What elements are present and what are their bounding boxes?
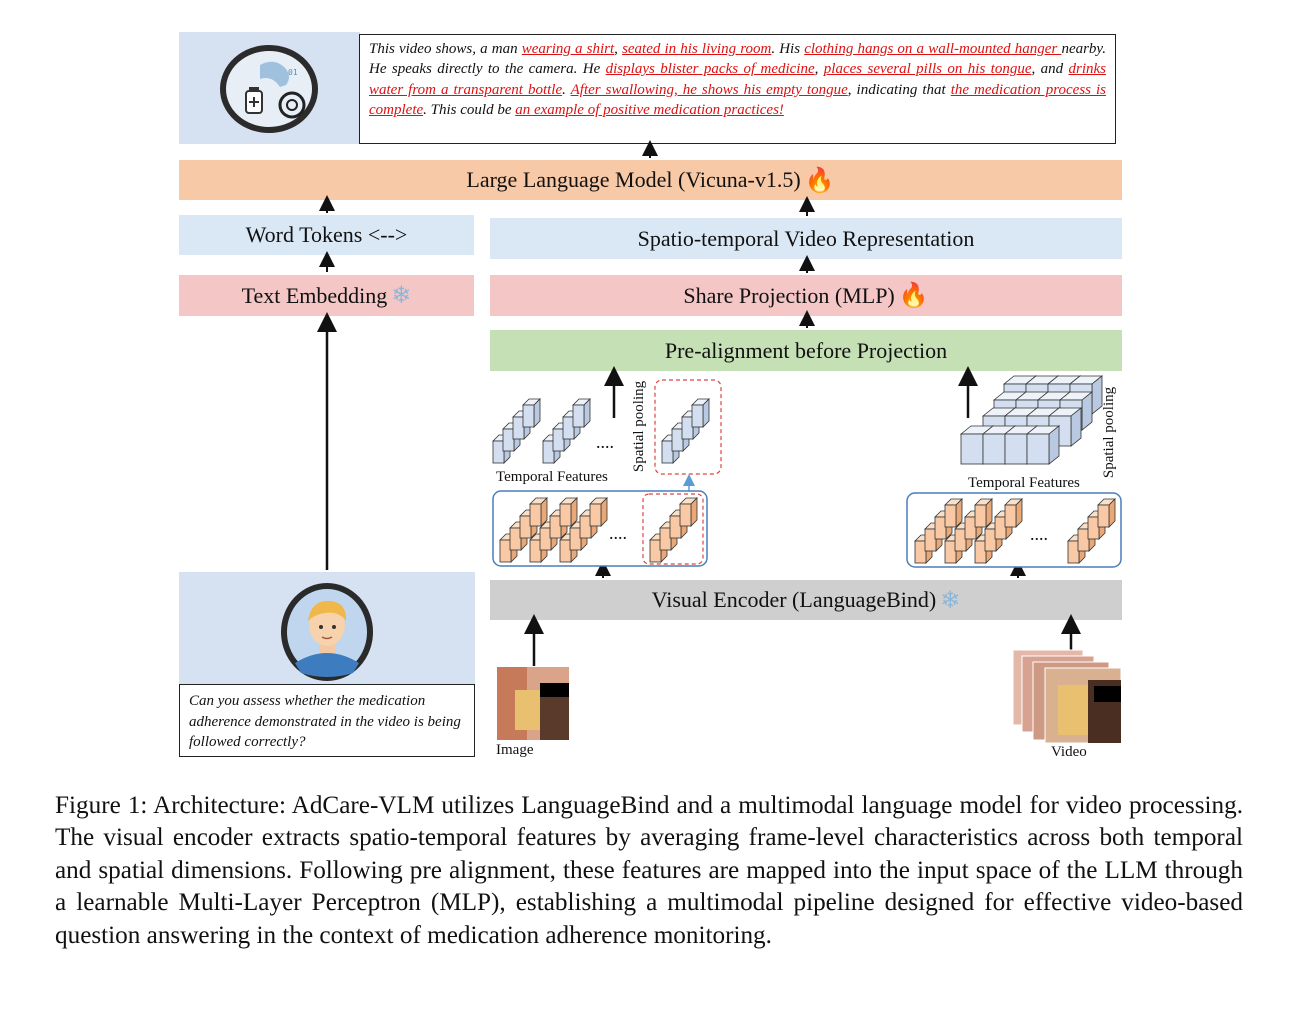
temporal-features-left-label: Temporal Features [496, 469, 608, 485]
share-projection-block: Share Projection (MLP) 🔥 [490, 275, 1122, 316]
highlighted-phrase: displays blister packs of medicine [605, 61, 815, 78]
response-text: This video shows, a man [369, 41, 522, 57]
response-text: , and [1031, 61, 1069, 78]
ellipsis-temporal: .... [596, 432, 614, 452]
highlighted-phrase: drinks water from a transparent bottle [369, 61, 1107, 98]
response-text: . [562, 81, 571, 98]
ai-medicine-icon: 01 [220, 45, 318, 133]
svg-text:01: 01 [288, 68, 298, 77]
text-embedding-block: Text Embedding ❄ [179, 275, 474, 316]
visual-encoder-block: Visual Encoder (LanguageBind) ❄ [490, 580, 1122, 620]
llm-label: Large Language Model (Vicuna-v1.5) [466, 167, 801, 192]
snowflake-icon: ❄ [391, 283, 412, 309]
input-video [1012, 649, 1122, 744]
snowflake-icon: ❄ [940, 587, 961, 614]
user-avatar-icon [281, 583, 373, 681]
highlighted-phrase: After swallowing, he shows his empty ton… [570, 81, 848, 98]
video-label: Video [1051, 744, 1087, 760]
highlighted-phrase: wearing a shirt [521, 41, 615, 57]
highlighted-phrase: an example of positive medication practi… [515, 102, 784, 119]
model-response-box: This video shows, a man wearing a shirt,… [359, 34, 1116, 144]
highlighted-phrase: the medication process is complete [369, 81, 1107, 119]
fire-icon: 🔥 [898, 283, 929, 309]
share-projection-label: Share Projection (MLP) [683, 282, 895, 308]
response-text: , indicating that [847, 81, 951, 98]
response-text: . His [771, 41, 805, 57]
ellipsis-frames-left: .... [609, 523, 627, 543]
llm-block: Large Language Model (Vicuna-v1.5) 🔥 [179, 160, 1122, 200]
highlighted-phrase: places several pills on his tongue [823, 61, 1032, 78]
response-text: nearby. He speaks directly to the camera… [369, 41, 1107, 78]
prealignment-label: Pre-alignment before Projection [664, 337, 948, 363]
video-representation-block: Spatio-temporal Video Representation [490, 218, 1122, 259]
ellipsis-frames-right: .... [1030, 524, 1048, 544]
response-text: , [614, 41, 623, 57]
text-embedding-label: Text Embedding [241, 282, 388, 308]
image-label: Image [496, 742, 534, 758]
spatial-pooling-right-label: Spatial pooling [1101, 386, 1118, 479]
response-text: . This could be [423, 102, 516, 119]
highlighted-phrase: clothing hangs on a wall-mounted hanger [804, 41, 1062, 57]
fire-icon: 🔥 [804, 167, 835, 194]
response-text: , [814, 61, 824, 78]
prealignment-block: Pre-alignment before Projection [490, 330, 1122, 371]
temporal-features-right-label: Temporal Features [968, 475, 1080, 491]
spatial-pooling-left-label: Spatial pooling [631, 380, 648, 473]
question-box: Can you assess whether the medication ad… [179, 684, 475, 757]
word-tokens-label: Word Tokens <--> [245, 222, 408, 247]
visual-encoder-label: Visual Encoder (LanguageBind) [651, 587, 937, 612]
highlighted-phrase: seated in his living room [622, 41, 772, 57]
word-tokens-block: Word Tokens <--> [179, 215, 474, 255]
input-image [497, 667, 569, 740]
figure-caption: Figure 1: Architecture: AdCare-VLM utili… [55, 792, 1243, 949]
video-representation-label: Spatio-temporal Video Representation [637, 225, 975, 251]
